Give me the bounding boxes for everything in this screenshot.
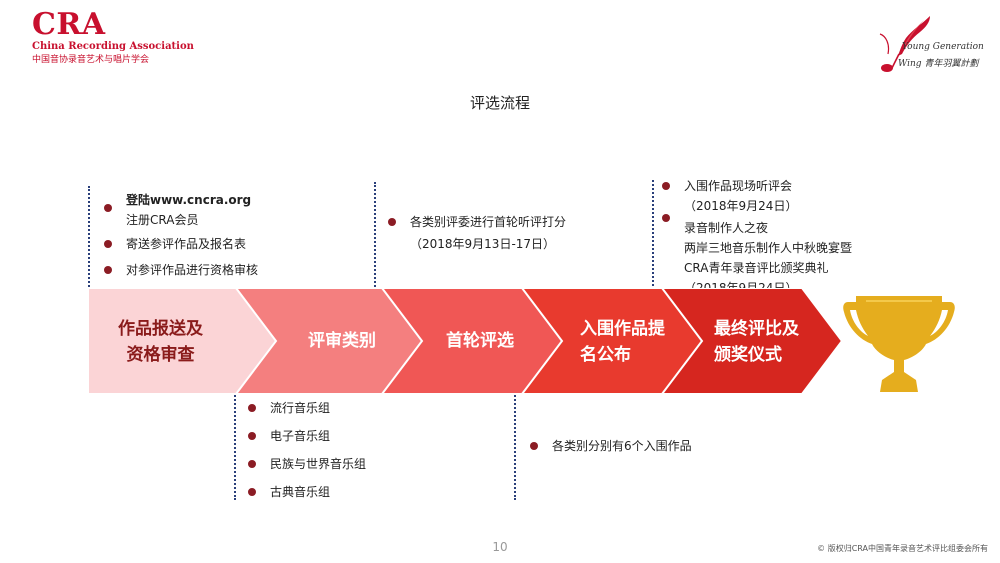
bullet-icon — [248, 432, 256, 440]
list-item: 各类别分别有6个入围作品 — [528, 436, 692, 456]
list-item: 入围作品现场听评会 （2018年9月24日） — [660, 176, 852, 216]
stage-1-label: 作品报送及 资格审查 — [118, 319, 203, 365]
bullet-icon — [662, 214, 670, 222]
list-item-line: 登陆www.cncra.org — [126, 193, 252, 207]
bullet-icon — [388, 218, 396, 226]
list-item-line: 民族与世界音乐组 — [270, 457, 367, 471]
list-item-line: 两岸三地音乐制作人中秋晚宴暨 — [684, 241, 853, 255]
connector-stage1 — [88, 186, 90, 290]
feather-note-icon — [879, 16, 930, 72]
list-item: 流行音乐组 — [246, 398, 366, 418]
connector-stage2 — [234, 392, 236, 500]
stage3-details: 各类别评委进行首轮听评打分 （2018年9月13日-17日） — [386, 212, 566, 254]
stage-2-label: 评审类别 — [308, 331, 376, 351]
list-item-line: （2018年9月24日） — [684, 199, 798, 213]
stage-4-label: 入围作品提 名公布 — [580, 319, 665, 365]
list-item-line: 流行音乐组 — [270, 401, 331, 415]
copyright-notice: © 版权归CRA中国青年录音艺术评比组委会所有 — [817, 544, 988, 553]
list-item-line: 寄送参评作品及报名表 — [126, 237, 247, 251]
list-item: 登陆www.cncra.org 注册CRA会员 — [102, 190, 258, 230]
bullet-icon — [248, 488, 256, 496]
bullet-icon — [104, 204, 112, 212]
ygw-line2: Wing 青年羽翼計劃 — [898, 59, 979, 69]
list-item-line: 各类别分别有6个入围作品 — [552, 439, 692, 453]
list-item: 古典音乐组 — [246, 482, 366, 502]
stage2-details: 流行音乐组 电子音乐组 民族与世界音乐组 古典音乐组 — [246, 398, 366, 502]
cra-logo-abbr: CRA — [32, 7, 106, 42]
list-item: 寄送参评作品及报名表 — [102, 234, 258, 254]
connector-stage3 — [374, 182, 376, 290]
process-arrows — [88, 288, 844, 394]
stage1-details: 登陆www.cncra.org 注册CRA会员 寄送参评作品及报名表 对参评作品… — [102, 190, 258, 280]
connector-stage4 — [514, 392, 516, 500]
list-item-line: 电子音乐组 — [270, 429, 331, 443]
process-band: 作品报送及 资格审查 评审类别 首轮评选 入围作品提 名公布 最终评比及 颁奖仪… — [88, 288, 848, 394]
bullet-icon — [662, 182, 670, 190]
list-item-line: 对参评作品进行资格审核 — [126, 263, 259, 277]
list-item-line: 古典音乐组 — [270, 485, 331, 499]
ygw-line1: Young Generation — [902, 42, 984, 52]
list-item: 对参评作品进行资格审核 — [102, 260, 258, 280]
trophy-icon — [843, 296, 955, 392]
connector-stage5 — [652, 180, 654, 290]
page-number: 10 — [492, 540, 508, 554]
list-item-line: 注册CRA会员 — [126, 213, 199, 227]
stage5-details: 入围作品现场听评会 （2018年9月24日） 录音制作人之夜 两岸三地音乐制作人… — [660, 176, 852, 298]
list-item-line: 录音制作人之夜 — [684, 221, 769, 235]
cra-logo: CRA China Recording Association 中国音协录音艺术… — [32, 10, 194, 66]
stage-1-arrow — [88, 288, 278, 394]
list-item: 录音制作人之夜 两岸三地音乐制作人中秋晚宴暨 CRA青年录音评比颁奖典礼 （20… — [660, 214, 853, 298]
page-title: 评选流程 — [469, 94, 530, 112]
cra-logo-chinese: 中国音协录音艺术与唱片学会 — [32, 55, 150, 65]
list-item-line: （2018年9月13日-17日） — [410, 237, 556, 251]
list-item: 民族与世界音乐组 — [246, 454, 366, 474]
list-item: 电子音乐组 — [246, 426, 366, 446]
young-generation-wing-logo: Young Generation Wing 青年羽翼計劃 — [872, 14, 984, 74]
bullet-icon — [248, 460, 256, 468]
bullet-icon — [248, 404, 256, 412]
stage4-details: 各类别分别有6个入围作品 — [528, 436, 692, 456]
stage-5-label: 最终评比及 颁奖仪式 — [714, 319, 799, 365]
bullet-icon — [104, 240, 112, 248]
bullet-icon — [104, 266, 112, 274]
list-item-line: 各类别评委进行首轮听评打分 — [410, 215, 567, 229]
stage-3-label: 首轮评选 — [446, 331, 514, 351]
cra-logo-english: China Recording Association — [32, 41, 194, 52]
list-item-line: 入围作品现场听评会 — [684, 179, 793, 193]
bullet-icon — [530, 442, 538, 450]
list-item: 各类别评委进行首轮听评打分 （2018年9月13日-17日） — [386, 212, 566, 254]
list-item-line: CRA青年录音评比颁奖典礼 — [684, 261, 829, 275]
